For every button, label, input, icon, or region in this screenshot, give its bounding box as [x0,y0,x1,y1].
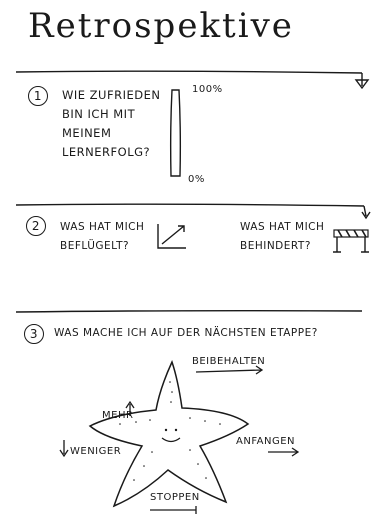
section-2-right-question: Was hat mich behindert? [240,218,324,256]
label-more: Mehr [102,410,134,421]
question-line: bin ich mit [62,107,136,121]
star-icon [88,359,250,508]
start-arrow [268,447,300,457]
question-line: behindert? [240,240,311,252]
scale-bottom-label: 0% [188,174,205,185]
stop-bar [150,506,197,514]
more-arrow [125,400,135,416]
keep-arrow [195,365,264,375]
question-line: Was hat mich [60,221,145,233]
section-2-divider [15,203,365,207]
label-stop: Stoppen [150,492,200,503]
chart-up-icon [157,224,186,249]
question-line: Lernerfolg? [62,145,151,159]
section-3-divider [15,309,363,313]
question-line: meinem [62,126,112,140]
question-line: Wie zufrieden [62,88,161,102]
question-line: beflügelt? [60,240,130,252]
section-1-divider [15,70,363,74]
label-start: Anfangen [236,436,296,447]
barrier-icon [333,229,369,253]
star-dots [119,381,221,481]
satisfaction-scale-bar [169,89,182,177]
page-title: Retrospektive [28,6,294,46]
section-2-left-question: Was hat mich beflügelt? [60,218,144,256]
label-keep: Beibehalten [192,356,266,367]
section-3-question: Was mache ich auf der nächsten Etappe? [54,327,318,339]
section-3-number: 3 [24,324,44,344]
section-2-number: 2 [26,216,46,236]
scale-top-label: 100% [192,84,223,95]
section-1-number: 1 [28,86,48,106]
arrow-down-icon-2 [361,205,371,220]
label-less: Weniger [70,446,122,457]
question-line: Was hat mich [240,221,325,233]
arrow-down-icon [354,73,370,90]
less-arrow [59,440,69,458]
section-1-question: Wie zufrieden bin ich mit meinem Lernerf… [62,86,160,162]
